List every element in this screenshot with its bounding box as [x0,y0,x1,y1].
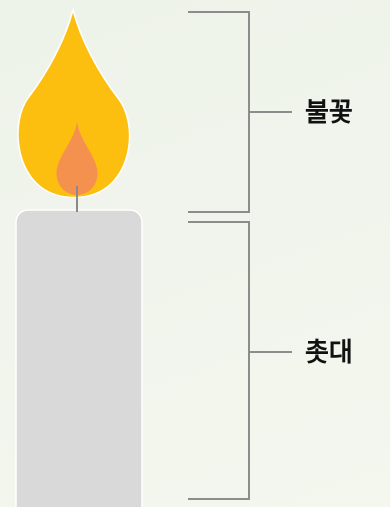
candle-bracket [188,221,292,500]
flame-label: 불꽃 [305,98,353,128]
candle-label: 촛대 [305,338,353,368]
flame-bracket [188,11,292,213]
flame-inner [56,122,98,195]
flame-outer [17,7,131,199]
candle-body [15,209,143,507]
